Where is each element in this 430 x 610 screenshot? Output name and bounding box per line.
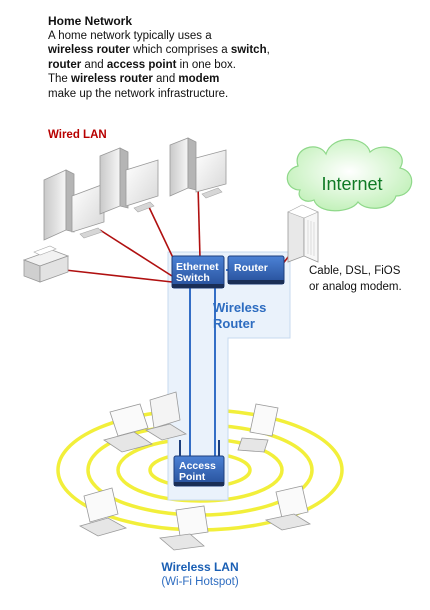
antennas (179, 440, 220, 458)
wifi-hotspot-label: (Wi-Fi Hotspot) (161, 576, 239, 588)
access-point-box: Access Point (173, 455, 225, 487)
printer (22, 245, 70, 283)
cable-printer (64, 269, 173, 283)
intro-line-1: A home network typically uses a (48, 29, 212, 42)
modem-description-line-2: or analog modem. (309, 281, 402, 293)
laptop-2 (144, 391, 188, 441)
intro-line-3: router and access point in one box. (48, 58, 318, 73)
access-point-label-1: Access (179, 460, 216, 472)
laptop-1 (103, 403, 153, 453)
intro-text-fragment: , (266, 44, 270, 56)
intro-term-wireless-router: wireless router (48, 44, 130, 56)
desktop-pc-3 (169, 137, 227, 199)
intro-text-fragment: in one box. (176, 58, 236, 71)
ethernet-switch-label-1: Ethernet (176, 261, 219, 273)
intro-term-access-point: access point (106, 58, 177, 71)
router-label: Router (234, 262, 268, 274)
desktop-pc-1 (43, 169, 105, 241)
router-box: Router (227, 255, 285, 285)
intro-line-5: make up the network infrastructure. (48, 87, 229, 100)
intro-text-fragment: which comprises a (129, 44, 231, 56)
laptop-5 (159, 505, 209, 551)
intro-text: Home Network A home network typically us… (48, 14, 318, 101)
laptop-3 (237, 403, 279, 453)
intro-text-fragment: and (152, 73, 179, 85)
wired-lan-label: Wired LAN (48, 129, 107, 141)
intro-title: Home Network (48, 14, 133, 28)
intro-line-2: wireless router which comprises a switch… (48, 43, 318, 58)
laptop-6 (264, 485, 312, 531)
wireless-lan-label: Wireless LAN (161, 560, 239, 574)
cable-pc-3 (197, 184, 201, 259)
laptops (78, 391, 312, 551)
modem (287, 204, 319, 263)
cable-pc-2 (147, 204, 176, 263)
modem-description-line-1: Cable, DSL, FiOS (309, 265, 401, 277)
internet-label: Internet (321, 174, 382, 194)
wireless-router-label-1: Wireless (213, 300, 266, 315)
intro-text-fragment: and (81, 58, 107, 71)
intro-term-modem: modem (178, 73, 220, 85)
intro-term-switch: switch (230, 44, 267, 56)
intro-line-4: The wireless router and modem (48, 72, 318, 87)
internet-cloud: Internet (286, 139, 413, 212)
intro-term-router: router (48, 58, 82, 71)
intro-term-wireless-router: wireless router (71, 73, 153, 85)
desktop-pc-2 (99, 147, 159, 215)
ethernet-switch-label-2: Switch (176, 272, 210, 284)
modem-description: Cable, DSL, FiOS or analog modem. (309, 263, 402, 295)
intro-text-fragment: The (48, 73, 72, 85)
ethernet-switch-box: Ethernet Switch (171, 255, 225, 289)
wireless-router-label-2: Router (213, 316, 255, 331)
cable-pc-1 (99, 229, 173, 277)
access-point-label-2: Point (179, 471, 206, 483)
laptop-4 (78, 487, 128, 537)
